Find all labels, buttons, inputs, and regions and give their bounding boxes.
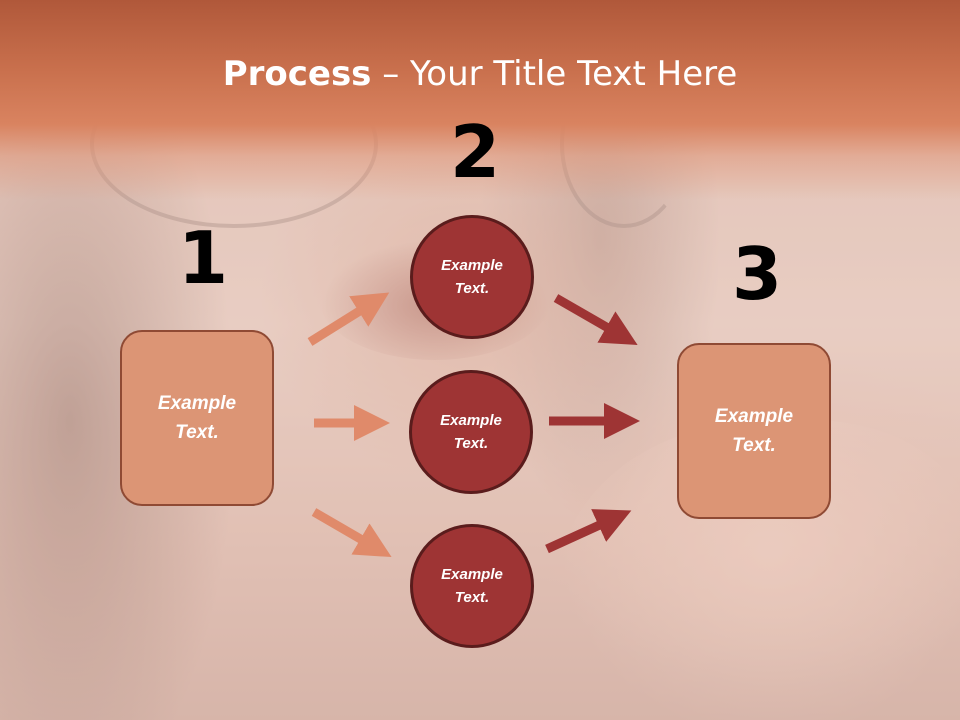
step-box-left-text: Example Text. <box>157 393 237 443</box>
arrow-box1-to-circle1 <box>307 292 390 346</box>
circle-top: Example Text. <box>410 215 534 339</box>
circle-middle: Example Text. <box>409 370 533 494</box>
step-box-left: Example Text. <box>120 330 274 506</box>
arrow-circle1-to-box3 <box>553 294 638 345</box>
step-number-3: 3 <box>732 232 783 316</box>
slide-title: Process – Your Title Text Here <box>0 52 960 96</box>
circle-top-text: Example Text. <box>441 257 503 297</box>
title-bold: Process <box>222 54 372 94</box>
arrow-circle3-to-box3 <box>545 509 632 554</box>
step-box-right: Example Text. <box>677 343 831 519</box>
title-rest: – Your Title Text Here <box>371 54 738 94</box>
title-band <box>0 0 960 200</box>
circle-bottom: Example Text. <box>410 524 534 648</box>
circle-bottom-text: Example Text. <box>441 566 503 606</box>
step-number-2: 2 <box>450 110 501 194</box>
circle-middle-text: Example Text. <box>440 412 502 452</box>
step-box-right-text: Example Text. <box>714 406 794 456</box>
step-number-1: 1 <box>178 216 229 300</box>
arrow-box1-to-circle3 <box>311 508 392 558</box>
